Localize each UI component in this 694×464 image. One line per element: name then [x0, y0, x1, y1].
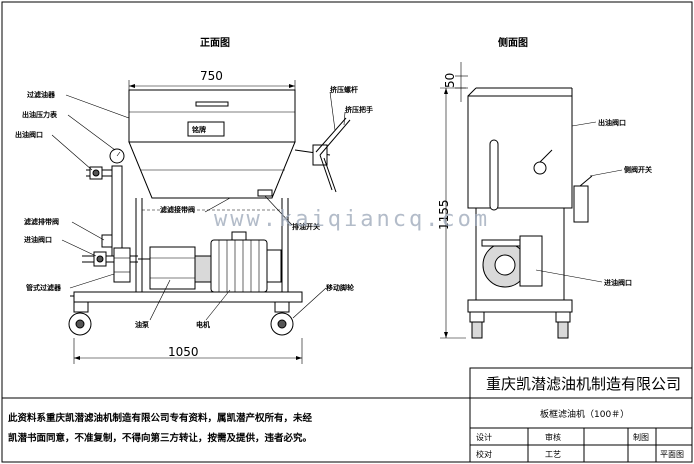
drain-switch	[257, 189, 273, 197]
cell-review: 审核	[545, 432, 561, 442]
side-view: 50 1155	[437, 62, 652, 339]
dim-side-top: 50	[443, 73, 457, 88]
label-drain-valve: 滤滤排带阀	[24, 217, 59, 226]
label-press-screw: 挤压螺杆	[330, 85, 358, 94]
motor	[210, 239, 268, 293]
side-pipe	[489, 139, 499, 211]
label-oil-pump: 油泵	[135, 320, 149, 329]
notice-line-2: 凯潜书面同意，不准复制，不得向第三方转让，按需及提供，违者必究。	[8, 432, 312, 444]
label-outlet-valve: 出油阀口	[15, 130, 43, 139]
title-block: 重庆凯潜滤油机制造有限公司 板框滤油机（100＃） 设计 校对 审核 工艺 制图…	[469, 367, 693, 463]
label-outlet-gauge: 出油压力表	[22, 110, 58, 119]
label-inlet-valve: 进油阀口	[24, 235, 52, 244]
left-pipe	[111, 165, 123, 257]
cell-check: 校对	[476, 449, 492, 459]
press-handle	[319, 119, 351, 156]
notice-line-1: 此资料系重庆凯潜滤油机制造有限公司专有资料，属凯潜产权所有，未经	[8, 412, 313, 424]
label-motor: 电机	[196, 320, 210, 329]
cell-design: 设计	[476, 432, 492, 442]
side-view-title: 侧面图	[498, 36, 528, 49]
front-view: 750 铭牌	[15, 69, 373, 364]
label-side-inlet-valve: 进油阀口	[604, 278, 632, 287]
cell-process: 工艺	[545, 450, 561, 459]
label-press-handle: 挤压把手	[345, 105, 373, 114]
side-left-wheel	[471, 321, 483, 339]
label-move-wheel: 移动脚轮	[326, 283, 354, 292]
nameplate	[187, 121, 225, 137]
cell-drawing-type: 平面图	[660, 450, 684, 459]
side-right-wheel	[557, 321, 569, 339]
label-side-switch: 侧阀开关	[624, 165, 652, 174]
cell-draw: 制图	[633, 432, 649, 442]
dim-length-bottom: 1050	[168, 345, 199, 359]
side-outlet-valve	[533, 161, 547, 175]
dim-side-height: 1155	[437, 199, 451, 230]
company-name: 重庆凯潜滤油机制造有限公司	[486, 375, 681, 393]
watermark: www.kaiqiancq.com	[214, 207, 490, 232]
base-frame	[73, 291, 303, 303]
label-filter-plate: 过滤油器	[27, 90, 56, 99]
nameplate-text: 铭牌	[192, 125, 206, 134]
label-drain-switch: 排油开关	[292, 222, 320, 231]
pipe-filter	[113, 247, 131, 283]
model-name: 板框滤油机（100＃）	[540, 408, 629, 420]
label-filter-tray: 滤滤接带阀	[160, 205, 195, 214]
side-switch	[573, 185, 589, 223]
side-body	[467, 95, 573, 209]
front-view-title: 正面图	[200, 37, 230, 49]
label-side-outlet-valve: 出油阀口	[598, 118, 626, 127]
side-base	[467, 299, 573, 313]
oil-pump	[149, 246, 196, 290]
label-pipe-filter: 管式过滤器	[26, 283, 62, 292]
drain-valve	[101, 234, 113, 248]
dim-width-top: 750	[200, 69, 223, 83]
